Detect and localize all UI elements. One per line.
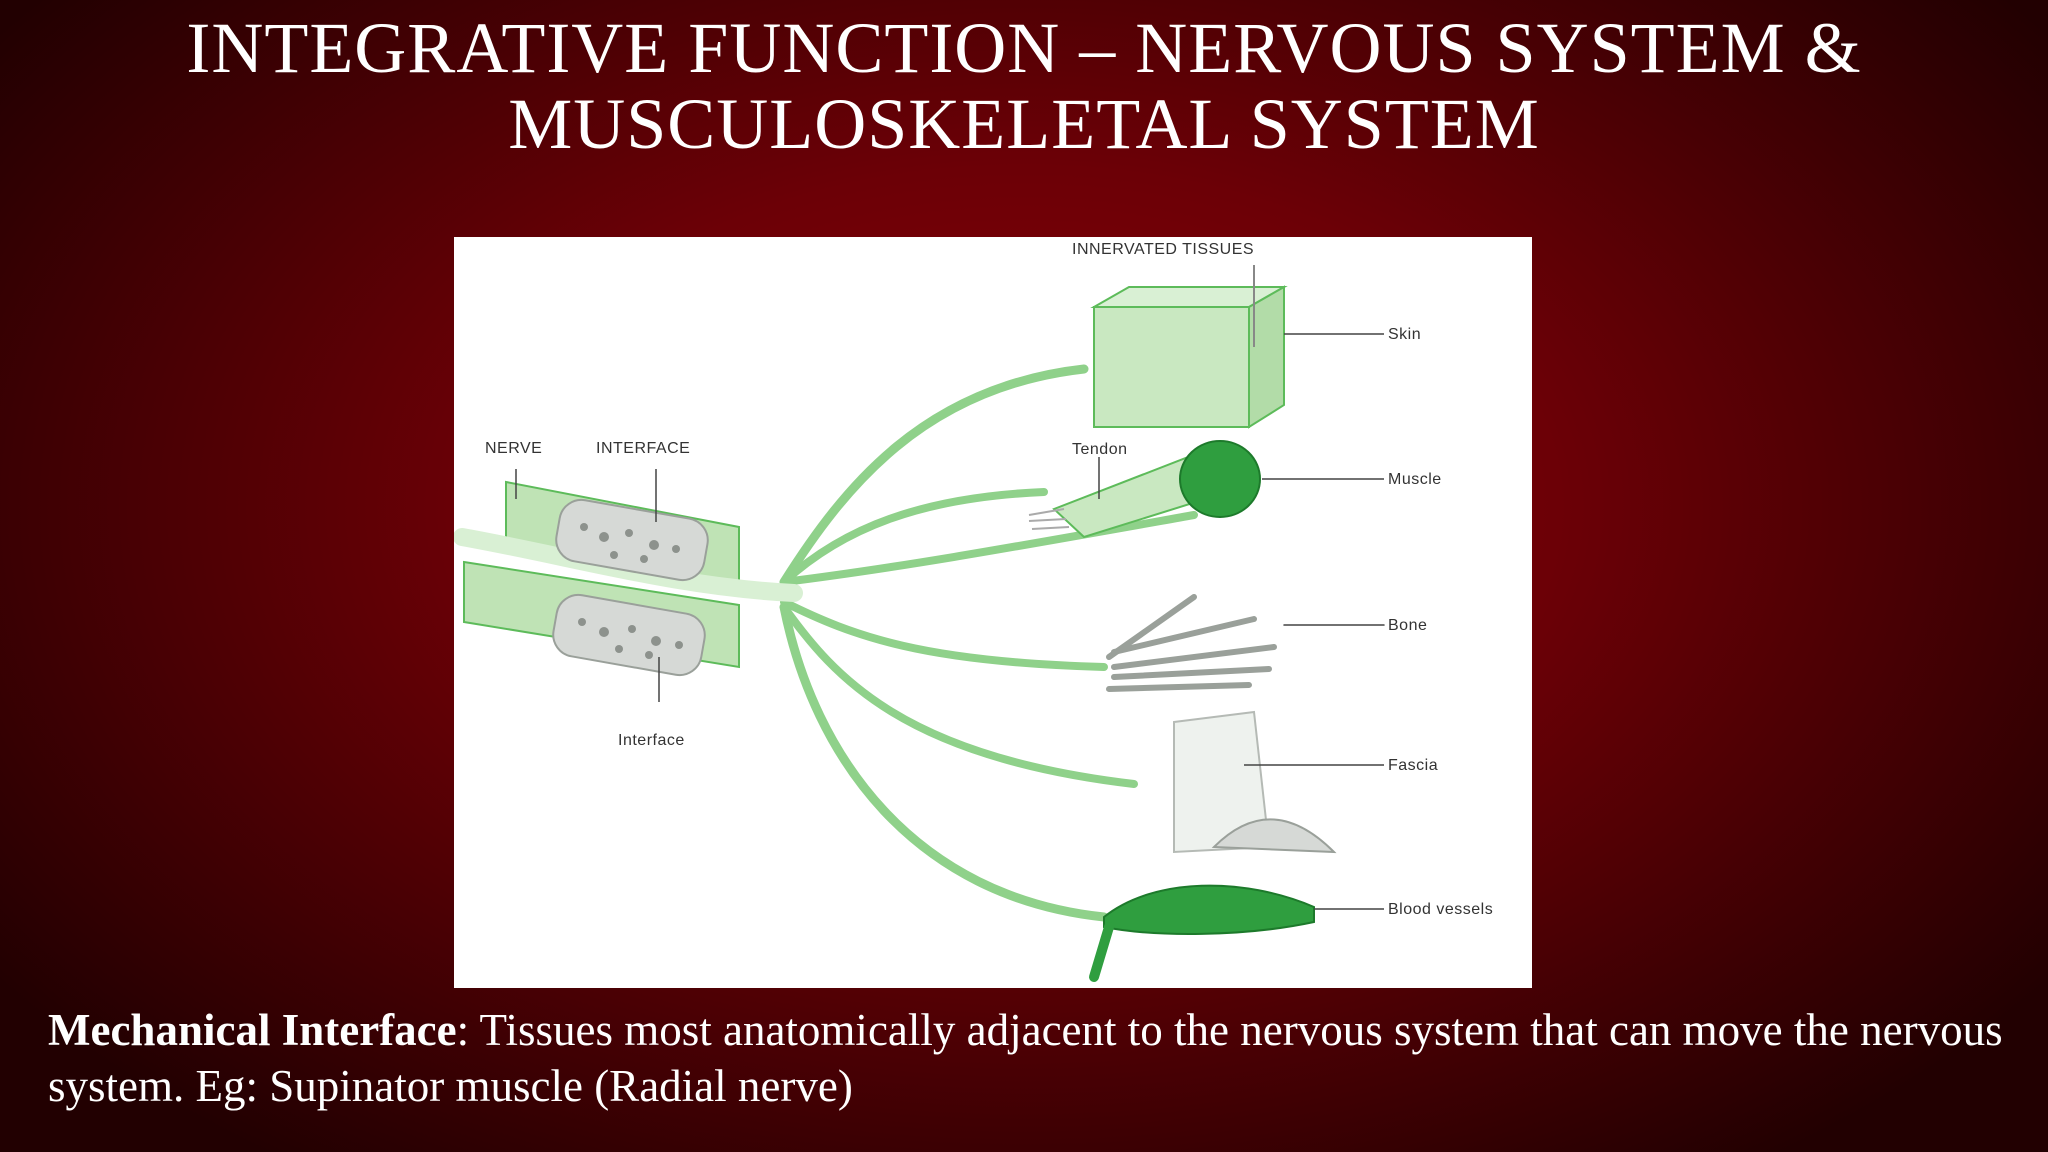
label-nerve: NERVE [485,440,542,457]
interface-speckles [578,523,683,659]
nerve-branches [779,364,1198,922]
branch-muscle-2 [780,511,1198,586]
bone-finger-5 [1106,682,1252,692]
slide-caption: Mechanical Interface: Tissues most anato… [48,1002,2008,1114]
bone-finger-2 [1111,616,1257,655]
caption-term: Mechanical Interface [48,1005,457,1055]
label-muscle: Muscle [1388,471,1442,488]
muscle-tissue [1028,440,1384,539]
skin-side [1248,285,1285,429]
branch-muscle-1 [780,488,1048,586]
nerve-interface-diagram: INNERVATED TISSUES NERVE INTERFACE Inter… [454,237,1532,988]
label-interface-lower: Interface [618,732,685,749]
label-bone: Bone [1388,617,1427,634]
bone-finger-4 [1111,666,1272,680]
bone-tissue [1106,594,1385,692]
label-interface-upper: INTERFACE [596,440,690,457]
caption-definition: : Tissues most anatomically adjacent to … [48,1005,2003,1111]
label-blood-vessels: Blood vessels [1388,901,1493,918]
skin-front [1093,306,1250,428]
branch-bone [780,598,1108,671]
tendon-fibers [1028,508,1070,530]
branch-fascia [780,603,1138,788]
vessel-net [1103,884,1315,935]
fascia-shoulder [1211,818,1337,854]
slide-title: INTEGRATIVE FUNCTION – NERVOUS SYSTEM & … [0,10,2048,162]
label-innervated-tissues: INNERVATED TISSUES [1072,241,1254,258]
label-skin: Skin [1388,326,1421,343]
slide-title-line-2: MUSCULOSKELETAL SYSTEM [508,84,1540,164]
branch-vessels [779,602,1109,922]
interface-upper-block [555,498,709,582]
bone-finger-3 [1111,644,1277,670]
diagram-canvas: INNERVATED TISSUES NERVE INTERFACE Inter… [454,241,1493,982]
interface-lower-block [552,593,706,677]
label-fascia: Fascia [1388,757,1438,774]
vessel-trunk [1089,922,1114,982]
branch-skin [779,364,1089,587]
fascia-tissue [1173,710,1384,854]
muscle-cross-section [1179,440,1261,518]
slide-title-line-1: INTEGRATIVE FUNCTION – NERVOUS SYSTEM & [186,8,1862,88]
nerve-bundles [454,469,803,702]
label-tendon: Tendon [1072,441,1128,458]
blood-vessel-tissue [1089,884,1384,982]
skin-tissue [1090,265,1384,429]
